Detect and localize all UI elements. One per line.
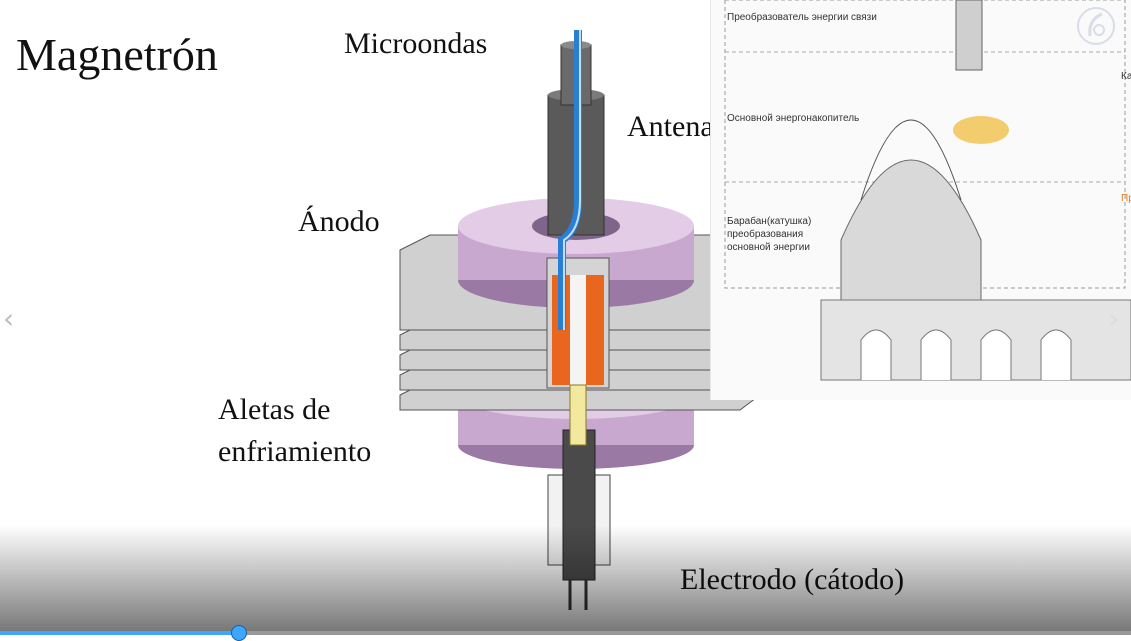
- label-microondas: Microondas: [344, 27, 488, 60]
- progress-fill: [0, 631, 238, 635]
- channel-logo-icon[interactable]: [1076, 6, 1116, 46]
- overlay-label-2: Основной энергонакопитель: [727, 113, 860, 124]
- antenna-tube: [547, 30, 605, 330]
- overlay-label-3a: Барабан(катушка): [727, 216, 812, 227]
- label-anodo: Ánodo: [298, 205, 380, 238]
- overlay-label-3b: преобразования: [727, 229, 804, 240]
- progress-bar[interactable]: [0, 625, 1131, 641]
- chevron-left-icon[interactable]: ‹: [3, 302, 15, 335]
- label-aletas-line1: Aletas de: [218, 393, 331, 426]
- overlay-label-1: Преобразователь энергии связи: [727, 12, 877, 23]
- slide-title: Magnetrón: [16, 29, 218, 80]
- label-aletas-line2: enfriamiento: [218, 435, 372, 468]
- anode-cavity: [546, 257, 610, 389]
- overlay-side-label-2: Пр: [1121, 193, 1131, 204]
- overlay-label-3c: основной энергии: [727, 242, 810, 253]
- progress-scrubber-handle[interactable]: [230, 625, 247, 641]
- overlay-dome-diagram: Преобразователь энергии связи Основной э…: [710, 0, 1131, 400]
- label-antena: Antena: [627, 110, 714, 143]
- overlay-side-label-1: Ка: [1121, 71, 1131, 82]
- chevron-right-icon[interactable]: ›: [1108, 302, 1120, 335]
- dome-drawing: [724, 0, 1131, 381]
